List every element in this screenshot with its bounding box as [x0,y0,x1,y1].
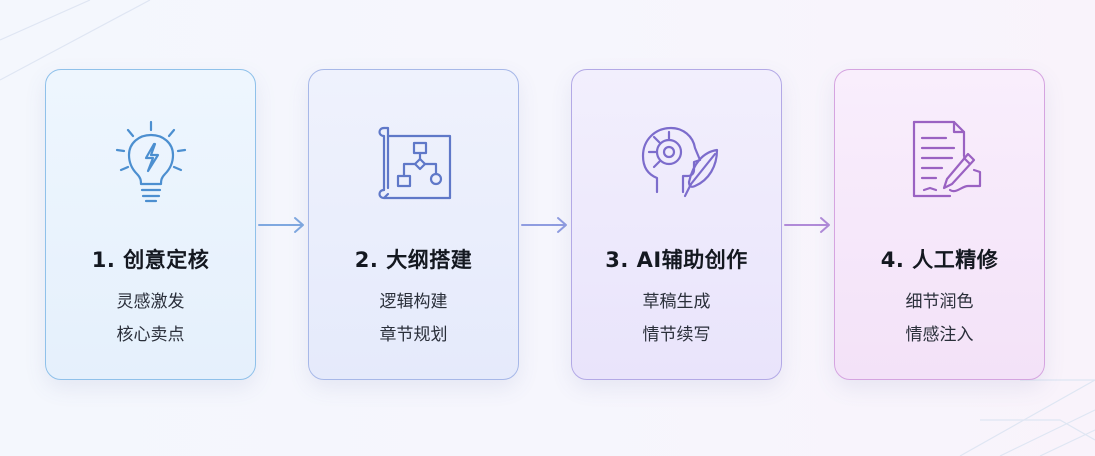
step-detail: 情感注入 [905,325,974,345]
step-detail: 灵感激发 [116,292,185,312]
step-card-3: 3. AI辅助创作 草稿生成 情节续写 [571,69,782,380]
step-detail: 草稿生成 [642,292,711,312]
step-detail: 情节续写 [642,325,711,345]
lightbulb-icon [101,110,201,210]
arrow-right-icon [258,217,304,233]
step-detail: 细节润色 [905,292,974,312]
step-title: 3. AI辅助创作 [605,248,748,272]
step-title: 2. 大纲搭建 [354,248,473,272]
step-title: 1. 创意定核 [91,248,210,272]
document-pen-icon [890,110,990,210]
ai-head-quill-icon [627,110,727,210]
step-title: 4. 人工精修 [880,248,999,272]
step-card-2: 2. 大纲搭建 逻辑构建 章节规划 [308,69,519,380]
step-detail: 核心卖点 [116,325,185,345]
step-card-4: 4. 人工精修 细节润色 情感注入 [834,69,1045,380]
step-detail: 逻辑构建 [379,292,448,312]
arrow-right-icon [784,217,830,233]
step-card-1: 1. 创意定核 灵感激发 核心卖点 [45,69,256,380]
step-detail: 章节规划 [379,325,448,345]
blueprint-flowchart-icon [364,110,464,210]
arrow-right-icon [521,217,567,233]
